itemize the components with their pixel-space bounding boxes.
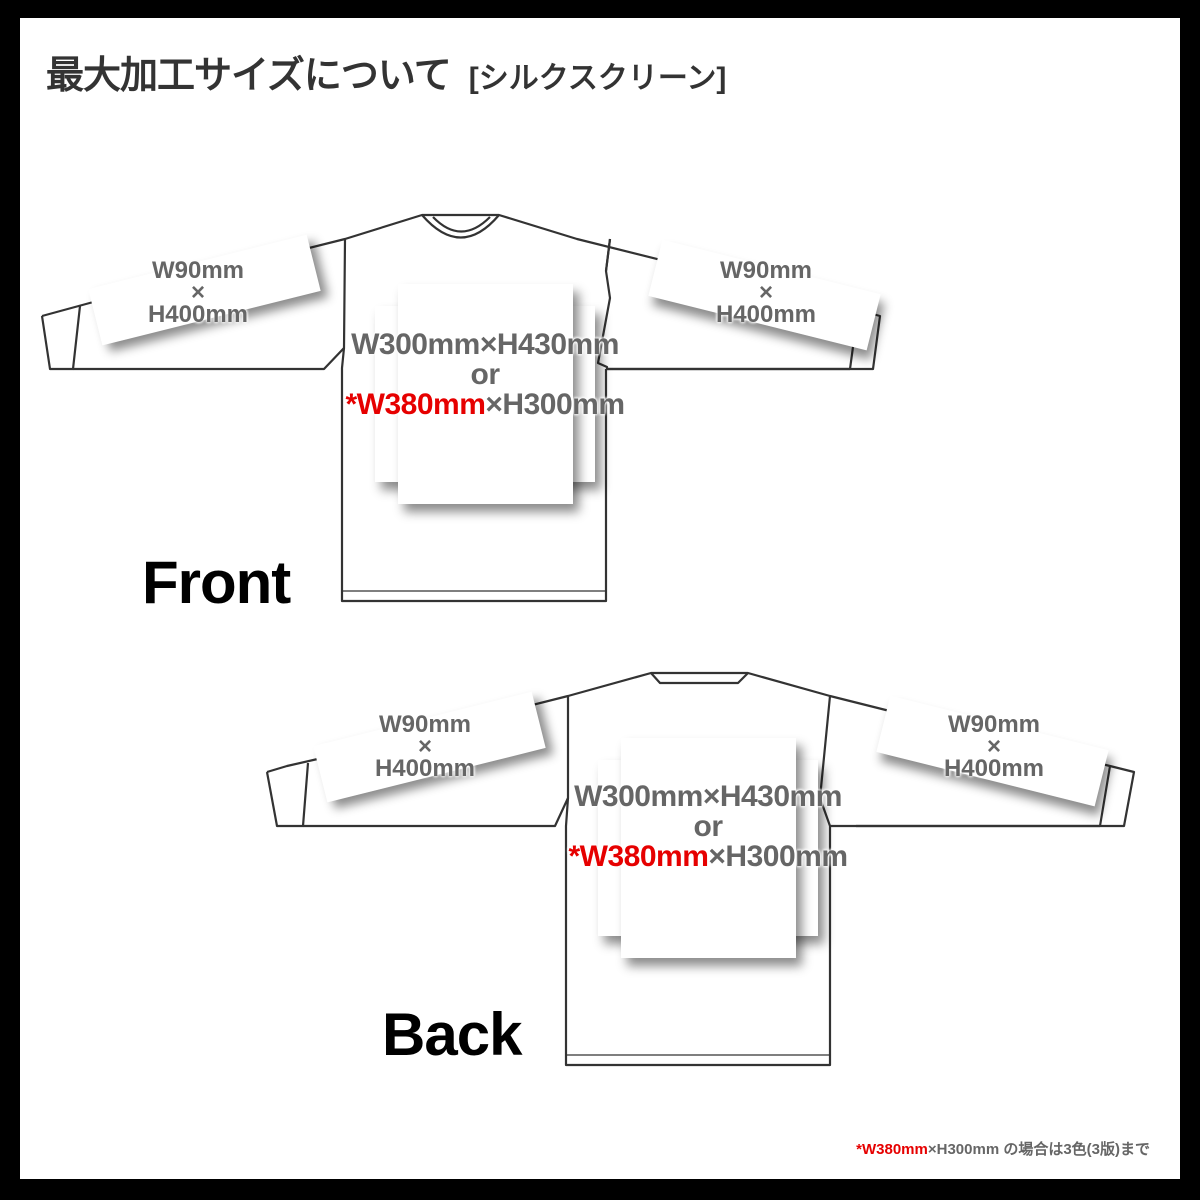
page-title: 最大加工サイズについて [シルクスクリーン] (46, 44, 726, 99)
front-view-label: Front (142, 549, 291, 616)
diagram-canvas: 最大加工サイズについて [シルクスクリーン] (20, 18, 1180, 1179)
front-left-sleeve-size: W90mm × H400mm (147, 257, 249, 328)
back-view-label: Back (382, 1001, 522, 1068)
title-method: [シルクスクリーン] (468, 62, 727, 95)
footnote: *W380mm×H300mm の場合は3色(3版)まで (856, 1141, 1150, 1158)
front-body-print-area-tall (398, 284, 573, 504)
back-body-print-area-tall (621, 738, 796, 958)
front-body-size: W300mm×H430mm or *W380mm×H300mm (345, 328, 626, 421)
back-body-size: W300mm×H430mm or *W380mm×H300mm (568, 780, 849, 873)
front-right-sleeve-size: W90mm × H400mm (715, 257, 817, 328)
back-left-sleeve-size: W90mm × H400mm (374, 711, 476, 782)
title-main: 最大加工サイズについて (46, 55, 452, 97)
back-right-sleeve-size: W90mm × H400mm (943, 711, 1045, 782)
